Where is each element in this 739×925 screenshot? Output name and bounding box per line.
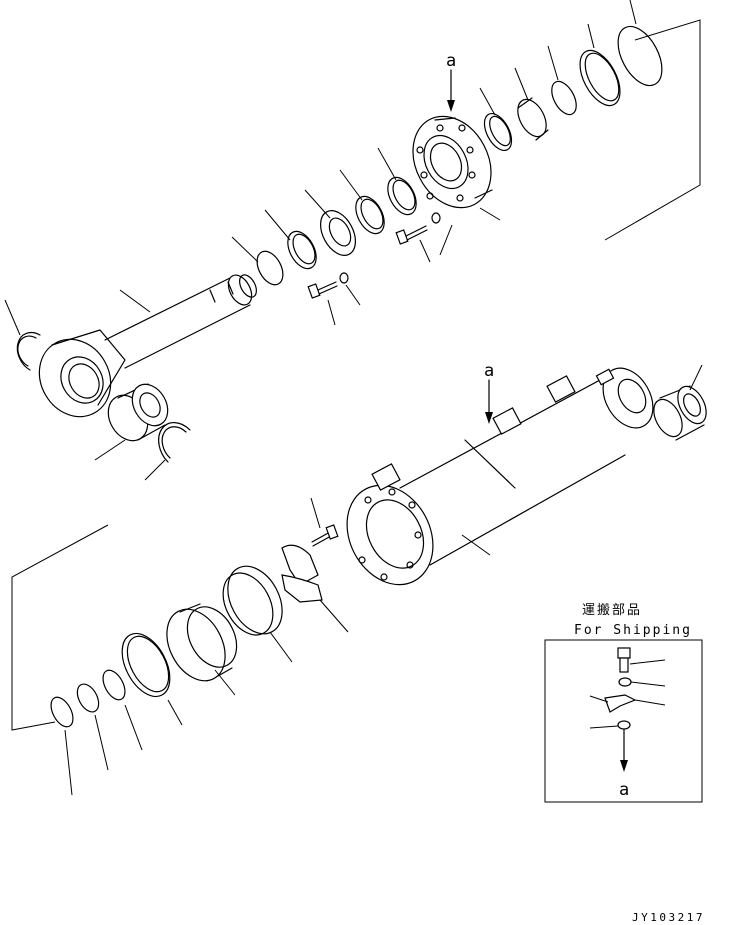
inset-title-jp: 運搬部品 <box>582 603 642 618</box>
piston-rod <box>104 274 257 369</box>
inset-pin <box>589 720 631 772</box>
bolt-upper-2 <box>395 212 441 245</box>
leader-lines-lower <box>64 364 703 796</box>
inset-lock-plate <box>589 694 666 713</box>
snap-ring-left <box>16 331 41 371</box>
rod-assembly <box>16 25 663 463</box>
arrow-mark-top <box>447 69 455 112</box>
reference-mark-top: a <box>446 51 456 71</box>
cylinder-head <box>412 115 493 209</box>
inset-washer <box>618 677 666 687</box>
assembly-frame-lines <box>11 19 701 731</box>
split-collar <box>281 544 323 603</box>
bolt-upper-1 <box>307 272 349 299</box>
piston-seals <box>50 632 171 728</box>
rod-seals <box>256 176 417 286</box>
reference-mark-inset: a <box>619 780 629 800</box>
rod-end-rings <box>483 25 663 151</box>
bolt-lower <box>311 524 339 547</box>
inset-bolt <box>617 647 666 673</box>
inset-title-en: For Shipping <box>574 623 692 638</box>
piston <box>166 603 238 682</box>
shipping-inset <box>544 639 703 803</box>
snap-ring-lower <box>158 421 191 463</box>
arrow-mark-mid <box>485 379 493 424</box>
drawing-code: JY103217 <box>632 911 705 924</box>
piston-ring-wide <box>222 565 283 636</box>
leader-lines-upper <box>4 0 637 481</box>
bushing-left <box>107 383 169 442</box>
bushing-right <box>653 385 707 441</box>
cylinder-tube <box>346 367 654 586</box>
rod-eye <box>38 329 126 418</box>
reference-mark-mid: a <box>484 361 494 381</box>
piston-assembly <box>50 524 339 728</box>
